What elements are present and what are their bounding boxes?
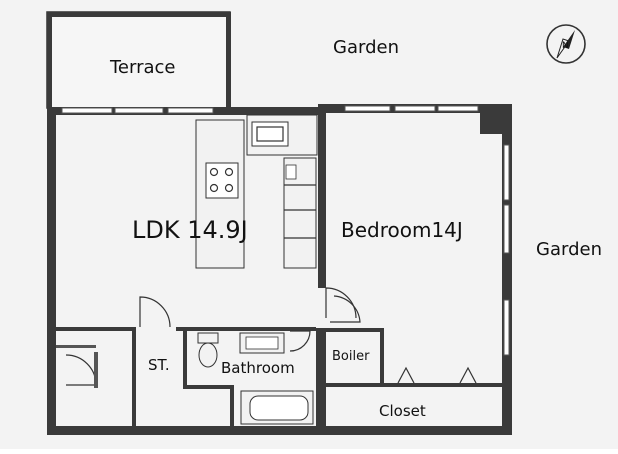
svg-text:N: N bbox=[562, 41, 569, 51]
right-windows bbox=[503, 144, 510, 356]
doors bbox=[65, 287, 477, 388]
kitchen-island bbox=[195, 119, 245, 269]
garden-right-label: Garden bbox=[536, 239, 602, 260]
kitchen-counter bbox=[246, 114, 318, 269]
closet-label: Closet bbox=[379, 402, 426, 420]
stove-icon bbox=[205, 162, 239, 199]
washbasin-icon bbox=[239, 332, 285, 354]
terrace-label: Terrace bbox=[109, 57, 176, 78]
bathroom-label: Bathroom bbox=[221, 359, 295, 377]
garden-top-label: Garden bbox=[333, 37, 399, 58]
terrace-area bbox=[46, 11, 231, 109]
bathtub-icon bbox=[240, 390, 314, 425]
top-windows bbox=[61, 105, 479, 114]
bedroom-label: Bedroom14J bbox=[341, 218, 463, 242]
boiler-label: Boiler bbox=[332, 349, 370, 364]
ldk-label: LDK 14.9J bbox=[132, 216, 248, 244]
compass-north-icon: N bbox=[546, 24, 586, 64]
kitchen-sink-icon bbox=[251, 121, 289, 147]
toilet-icon bbox=[197, 332, 219, 368]
interior-walls bbox=[56, 112, 502, 430]
storage-label: ST. bbox=[148, 356, 170, 374]
